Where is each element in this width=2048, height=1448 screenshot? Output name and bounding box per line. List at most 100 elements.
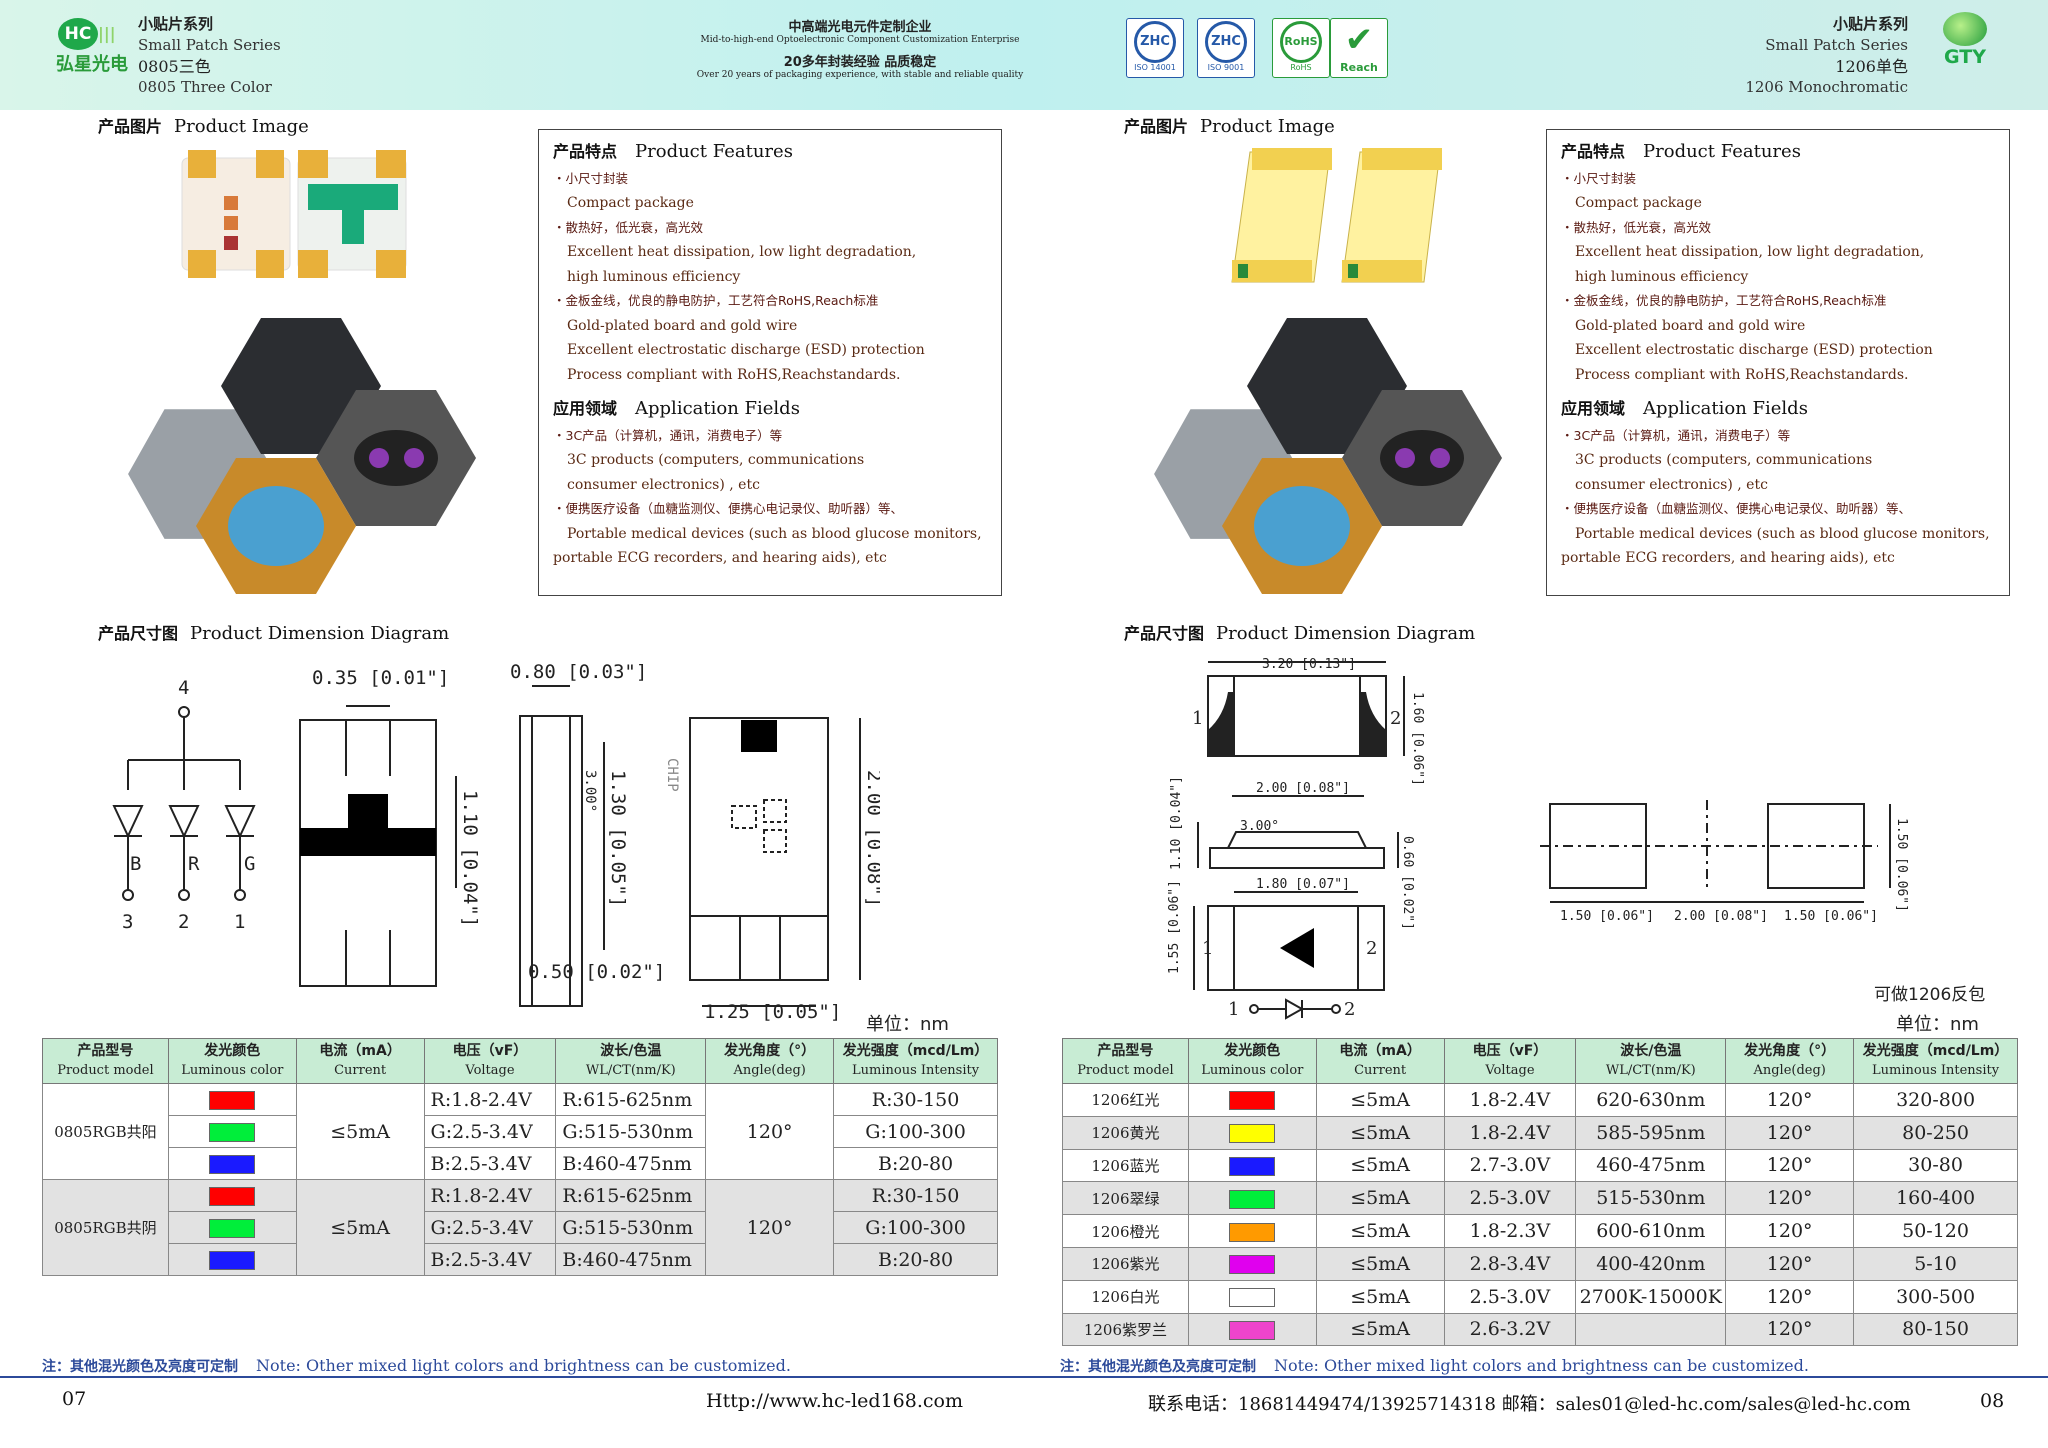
model-cell: 1206白光 xyxy=(1062,1279,1189,1314)
li-cell: 80-150 xyxy=(1853,1312,2018,1347)
header-en: Luminous Intensity xyxy=(1872,1063,2000,1078)
current-cell: ≤5mA xyxy=(1315,1148,1445,1183)
intensity-cell: R:30-150 xyxy=(833,1179,998,1212)
table-header: 电压（vF）Voltage xyxy=(1443,1038,1577,1084)
intensity-cell: G:100-300 xyxy=(833,1115,998,1148)
v-cell: 2.6-3.2V xyxy=(1443,1312,1577,1347)
wl-cell: 600-610nm xyxy=(1575,1214,1727,1248)
header-cn: 发光颜色 xyxy=(204,1043,261,1059)
angle-cell: 120° xyxy=(1725,1148,1855,1183)
footer-divider xyxy=(0,1376,2048,1378)
angle-cell: 120° xyxy=(1725,1246,1855,1281)
header-cn: 波长/色温 xyxy=(1620,1043,1682,1059)
angle-cell: 120° xyxy=(705,1179,835,1276)
dim-1-25: 1.25 [0.05"] xyxy=(704,1001,841,1023)
svg-text:2: 2 xyxy=(1390,708,1401,729)
angle-cell: 120° xyxy=(1725,1115,1855,1150)
header-en: Voltage xyxy=(1485,1063,1535,1078)
table-header: 电流（mA）Current xyxy=(295,1038,425,1084)
header-cn: 发光颜色 xyxy=(1224,1043,1281,1059)
header-cn: 发光角度（°） xyxy=(724,1043,816,1059)
website-link[interactable]: Http://www.hc-led168.com xyxy=(706,1390,963,1412)
pin-4: 4 xyxy=(178,677,189,699)
wl-cell: 400-420nm xyxy=(1575,1246,1727,1281)
svg-text:1: 1 xyxy=(1192,708,1203,729)
dim-1-30: 1.30 [0.05"] xyxy=(607,770,629,907)
model-cell: 1206红光 xyxy=(1062,1083,1189,1117)
color-cell xyxy=(1187,1246,1317,1281)
voltage-cell: G:2.5-3.4V xyxy=(423,1211,557,1244)
color-swatch xyxy=(1229,1255,1276,1275)
pin-2: 2 xyxy=(178,911,189,933)
left-unit-label: 单位：nm xyxy=(866,1014,949,1035)
voltage-cell: G:2.5-3.4V xyxy=(423,1115,557,1148)
color-cell xyxy=(1187,1148,1317,1183)
header-en: Current xyxy=(334,1063,387,1078)
hc-logo-cn: 弘星光电 xyxy=(56,54,128,75)
color-cell xyxy=(167,1211,297,1244)
li-cell: 50-120 xyxy=(1853,1214,2018,1248)
dim-2-00: 2.00 [0.08"] xyxy=(863,770,880,907)
color-cell xyxy=(1187,1115,1317,1150)
color-cell xyxy=(167,1115,297,1148)
color-swatch xyxy=(1229,1156,1276,1176)
color-cell xyxy=(1187,1214,1317,1248)
table-header: 发光强度（mcd/Lm）Luminous Intensity xyxy=(833,1038,998,1084)
li-cell: 320-800 xyxy=(1853,1083,2018,1117)
application-hexagons-right xyxy=(1154,318,1502,594)
color-cell xyxy=(167,1147,297,1180)
color-g: G xyxy=(244,853,255,875)
dim-1-60: 1.60 [0.06"] xyxy=(1410,692,1425,786)
page-number-right: 08 xyxy=(1980,1390,2005,1412)
current-cell: ≤5mA xyxy=(1315,1279,1445,1314)
application-hexagons xyxy=(128,318,476,594)
voltage-cell: R:1.8-2.4V xyxy=(423,1083,557,1116)
wl-cell: 585-595nm xyxy=(1575,1115,1727,1150)
table-header: 发光角度（°） Angle(deg) xyxy=(1725,1038,1855,1084)
left-model-en: 0805 Three Color xyxy=(138,78,272,96)
header-en: Voltage xyxy=(465,1063,515,1078)
color-b: B xyxy=(130,853,141,875)
header-en: WL/CT(nm/K) xyxy=(585,1063,676,1078)
li-cell: 30-80 xyxy=(1853,1148,2018,1183)
header-cn: 发光角度（°） xyxy=(1744,1043,1836,1059)
v-cell: 2.7-3.0V xyxy=(1443,1148,1577,1183)
right-series-block: 小贴片系列 Small Patch Series 1206单色 1206 Mon… xyxy=(1740,14,1908,98)
color-r: R xyxy=(188,853,200,875)
yellow-led-photo xyxy=(1231,148,1442,283)
current-cell: ≤5mA xyxy=(1315,1312,1445,1347)
color-swatch xyxy=(1229,1288,1276,1308)
reach-badge: ✔Reach xyxy=(1330,18,1388,78)
left-model-cn: 0805三色 xyxy=(138,57,211,76)
color-cell xyxy=(1187,1083,1317,1117)
chip-label: CHIP xyxy=(664,758,680,792)
model-cell: 1206蓝光 xyxy=(1062,1148,1189,1183)
wl-cell xyxy=(1575,1312,1727,1347)
intensity-cell: G:100-300 xyxy=(833,1211,998,1244)
current-cell: ≤5mA xyxy=(295,1083,425,1180)
header-en: Product model xyxy=(1077,1063,1174,1078)
tagline-cn: 中高端光电元件定制企业 xyxy=(788,20,932,35)
current-cell: ≤5mA xyxy=(295,1179,425,1276)
header-en: Angle(deg) xyxy=(1753,1063,1826,1078)
wl-cell: 620-630nm xyxy=(1575,1083,1727,1117)
header-en: Luminous color xyxy=(1201,1063,1304,1078)
v-cell: 1.8-2.3V xyxy=(1443,1214,1577,1248)
color-cell xyxy=(167,1179,297,1212)
color-cell xyxy=(1187,1181,1317,1216)
color-cell xyxy=(167,1083,297,1116)
wavelength-cell: R:615-625nm xyxy=(555,1179,707,1212)
pad-1-50-c: 1.50 [0.06"] xyxy=(1894,818,1909,912)
check-icon: ✔ xyxy=(1344,20,1374,60)
header-tagline: 中高端光电元件定制企业 Mid-to-high-end Optoelectron… xyxy=(640,16,1080,80)
rgb-dimension-diagram: 4 3 2 1 B R G 0.35 [0.01"] 0.80 [0.03"] … xyxy=(112,661,880,1023)
